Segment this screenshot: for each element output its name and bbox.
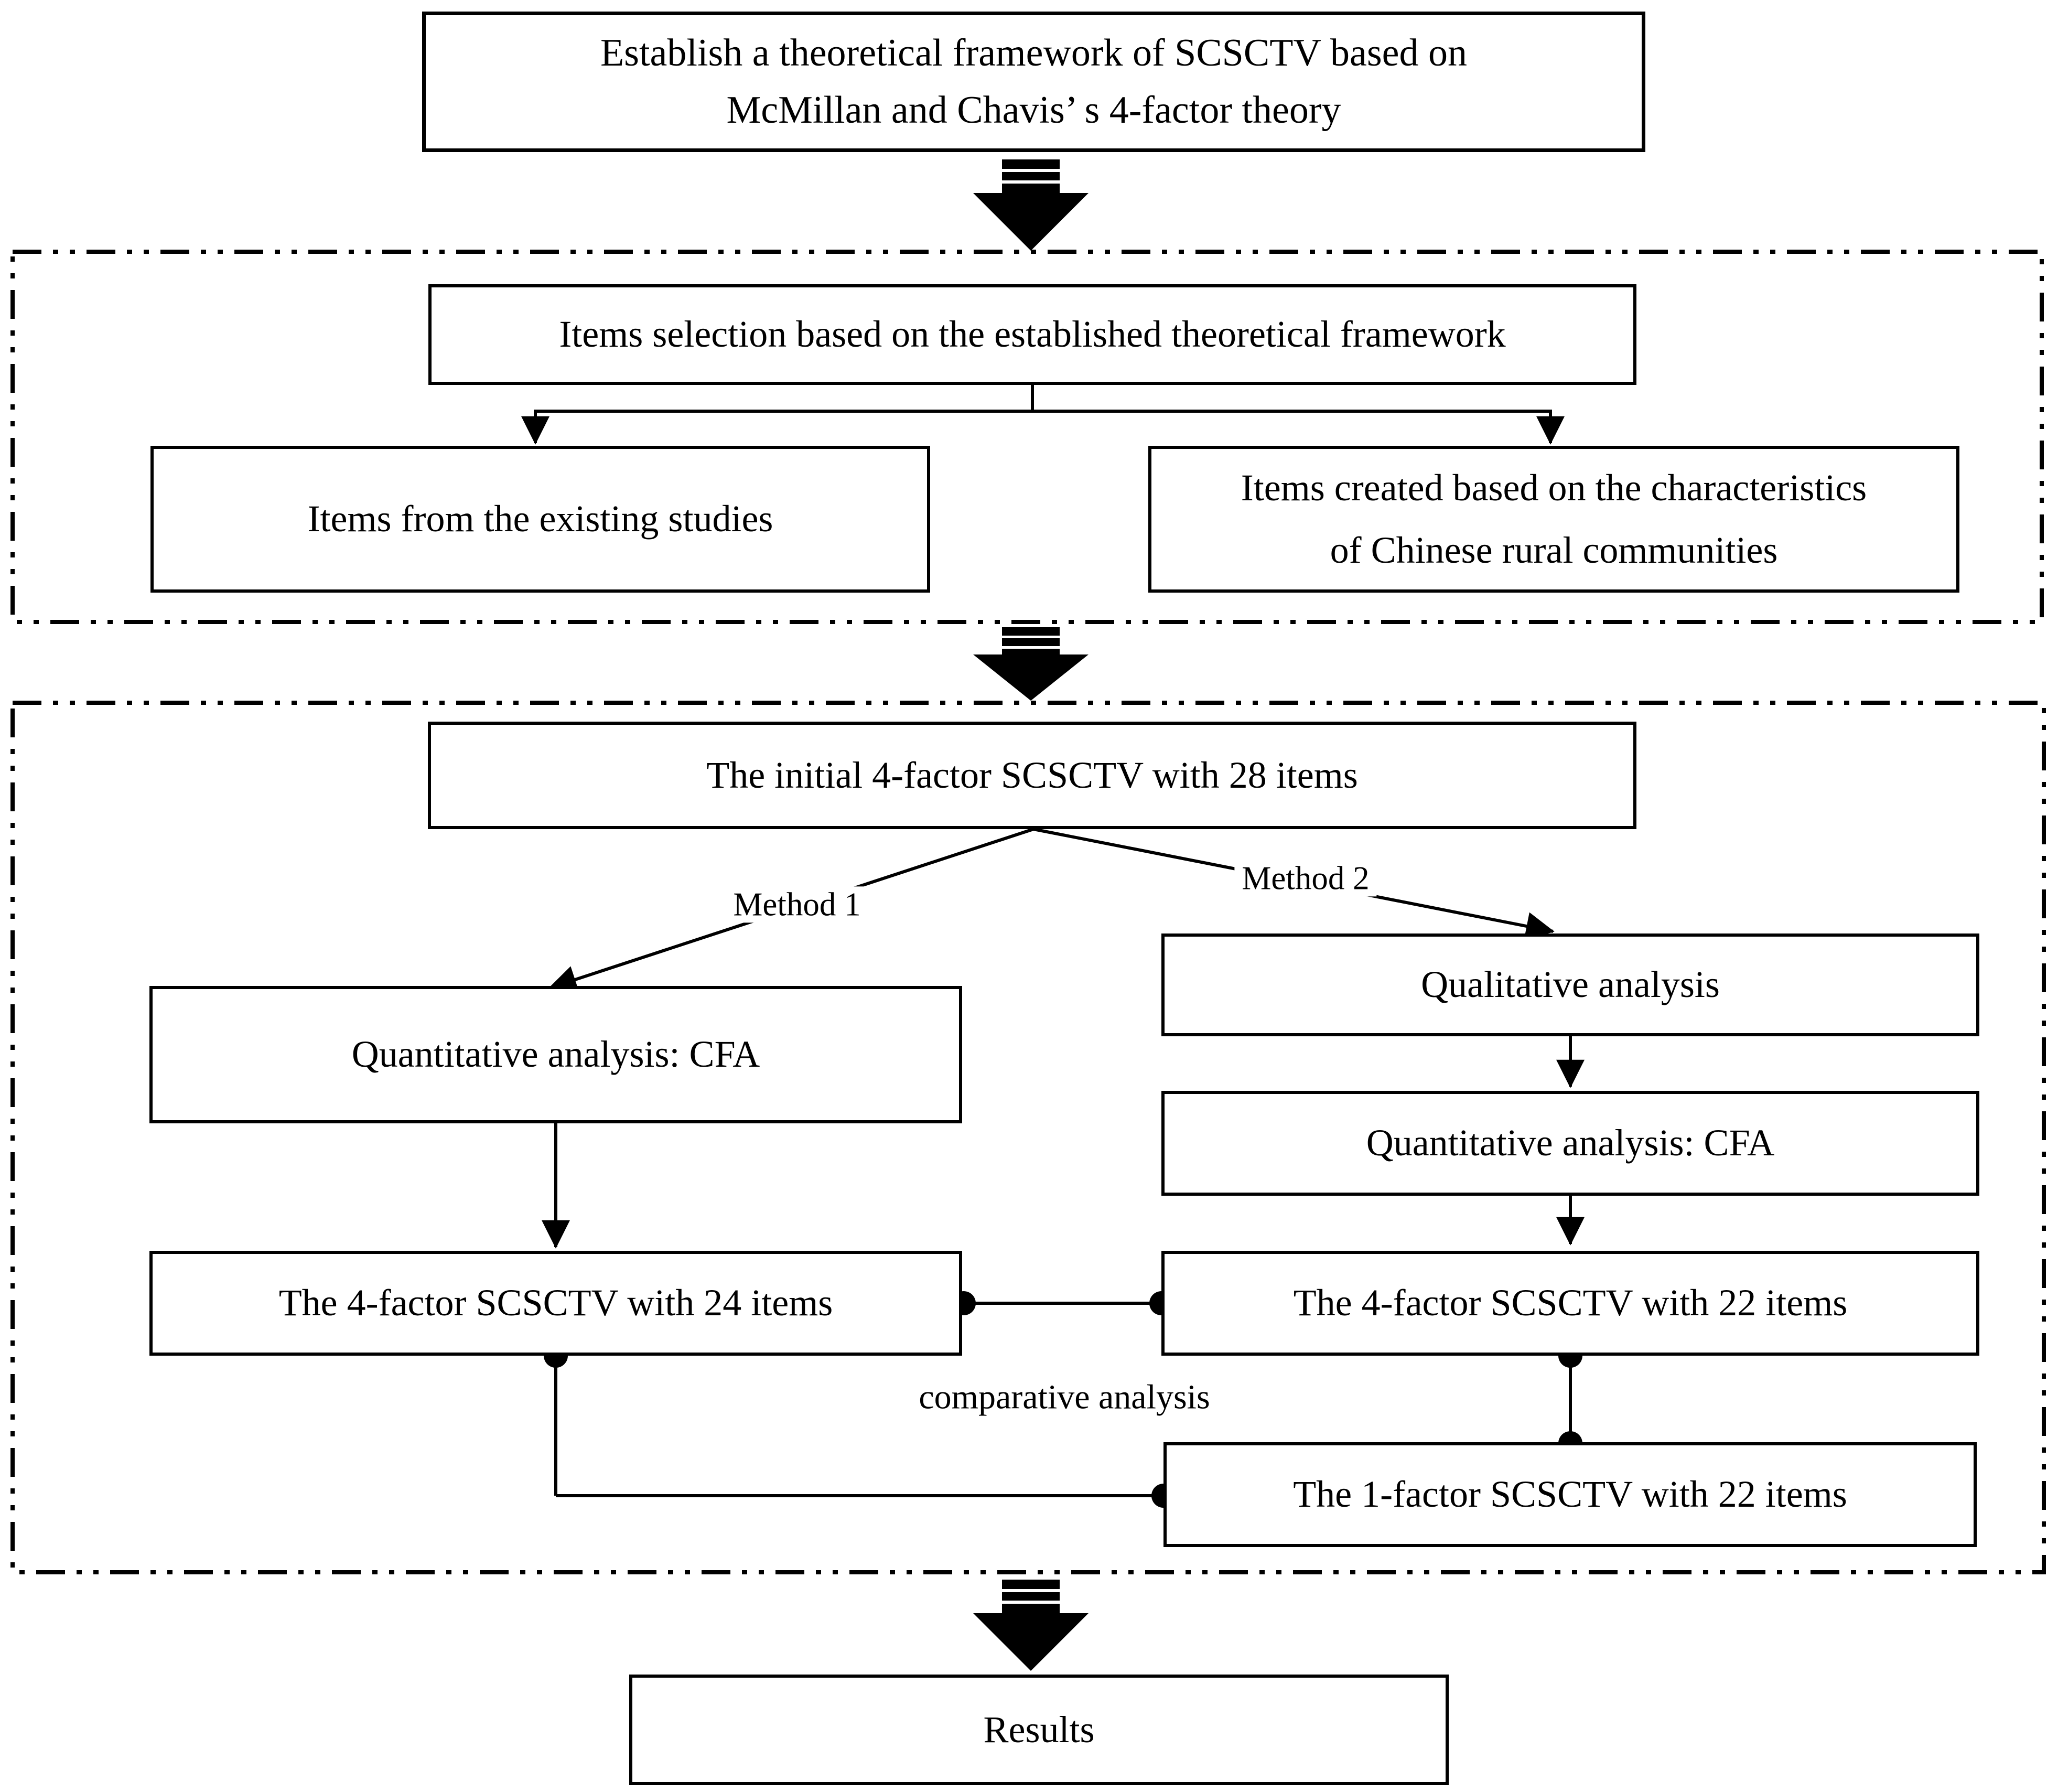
- stage1-dashed-border: [10, 250, 2044, 624]
- fat-down-arrow-icon: [973, 627, 1089, 701]
- node-text-line: Items created based on the characteristi…: [1241, 467, 1867, 509]
- node-initial-scsctv-28: The initial 4-factor SCSCTV with 28 item…: [428, 722, 1636, 829]
- node-text-line: The 4-factor SCSCTV with 22 items: [1293, 1282, 1848, 1324]
- node-results: Results: [629, 1675, 1449, 1785]
- node-4factor-22-items: The 4-factor SCSCTV with 22 items: [1161, 1251, 1979, 1356]
- node-text-line: Establish a theoretical framework of SCS…: [600, 31, 1467, 75]
- node-text-line: Quantitative analysis: CFA: [1366, 1122, 1775, 1164]
- node-qualitative-analysis: Qualitative analysis: [1161, 933, 1979, 1036]
- node-text-line: The 4-factor SCSCTV with 24 items: [278, 1282, 833, 1324]
- fat-down-arrow-icon: [973, 159, 1089, 251]
- node-text-line: Items from the existing studies: [307, 498, 773, 540]
- node-text-line: Results: [983, 1708, 1095, 1751]
- node-items-created: Items created based on the characteristi…: [1148, 446, 1959, 593]
- stage2-dashed-border: [10, 701, 2046, 1574]
- node-establish-framework: Establish a theoretical framework of SCS…: [422, 12, 1645, 152]
- branch-connector: [521, 384, 1565, 445]
- node-4factor-24-items: The 4-factor SCSCTV with 24 items: [149, 1251, 962, 1356]
- node-text-line: The 1-factor SCSCTV with 22 items: [1293, 1473, 1847, 1516]
- label-method-2: Method 2: [1234, 860, 1377, 897]
- node-quantitative-cfa-left: Quantitative analysis: CFA: [149, 986, 962, 1123]
- node-items-existing-studies: Items from the existing studies: [150, 446, 930, 593]
- node-items-selection: Items selection based on the established…: [428, 284, 1636, 385]
- node-quantitative-cfa-right: Quantitative analysis: CFA: [1161, 1091, 1979, 1196]
- node-text-line: Items selection based on the established…: [559, 313, 1506, 356]
- flow-arrows: [542, 1036, 1585, 1249]
- node-text-line: of Chinese rural communities: [1330, 529, 1778, 571]
- node-text-line: The initial 4-factor SCSCTV with 28 item…: [706, 754, 1358, 796]
- label-comparative-analysis: comparative analysis: [911, 1378, 1217, 1417]
- node-text-line: Quantitative analysis: CFA: [351, 1033, 760, 1076]
- fat-down-arrow-icon: [973, 1580, 1089, 1671]
- node-1factor-22-items: The 1-factor SCSCTV with 22 items: [1163, 1442, 1977, 1547]
- comparison-connectors: [554, 1302, 1572, 1497]
- node-text-line: Qualitative analysis: [1421, 963, 1720, 1006]
- node-text-line: McMillan and Chavis’ s 4-factor theory: [726, 89, 1341, 132]
- label-method-1: Method 1: [726, 886, 868, 923]
